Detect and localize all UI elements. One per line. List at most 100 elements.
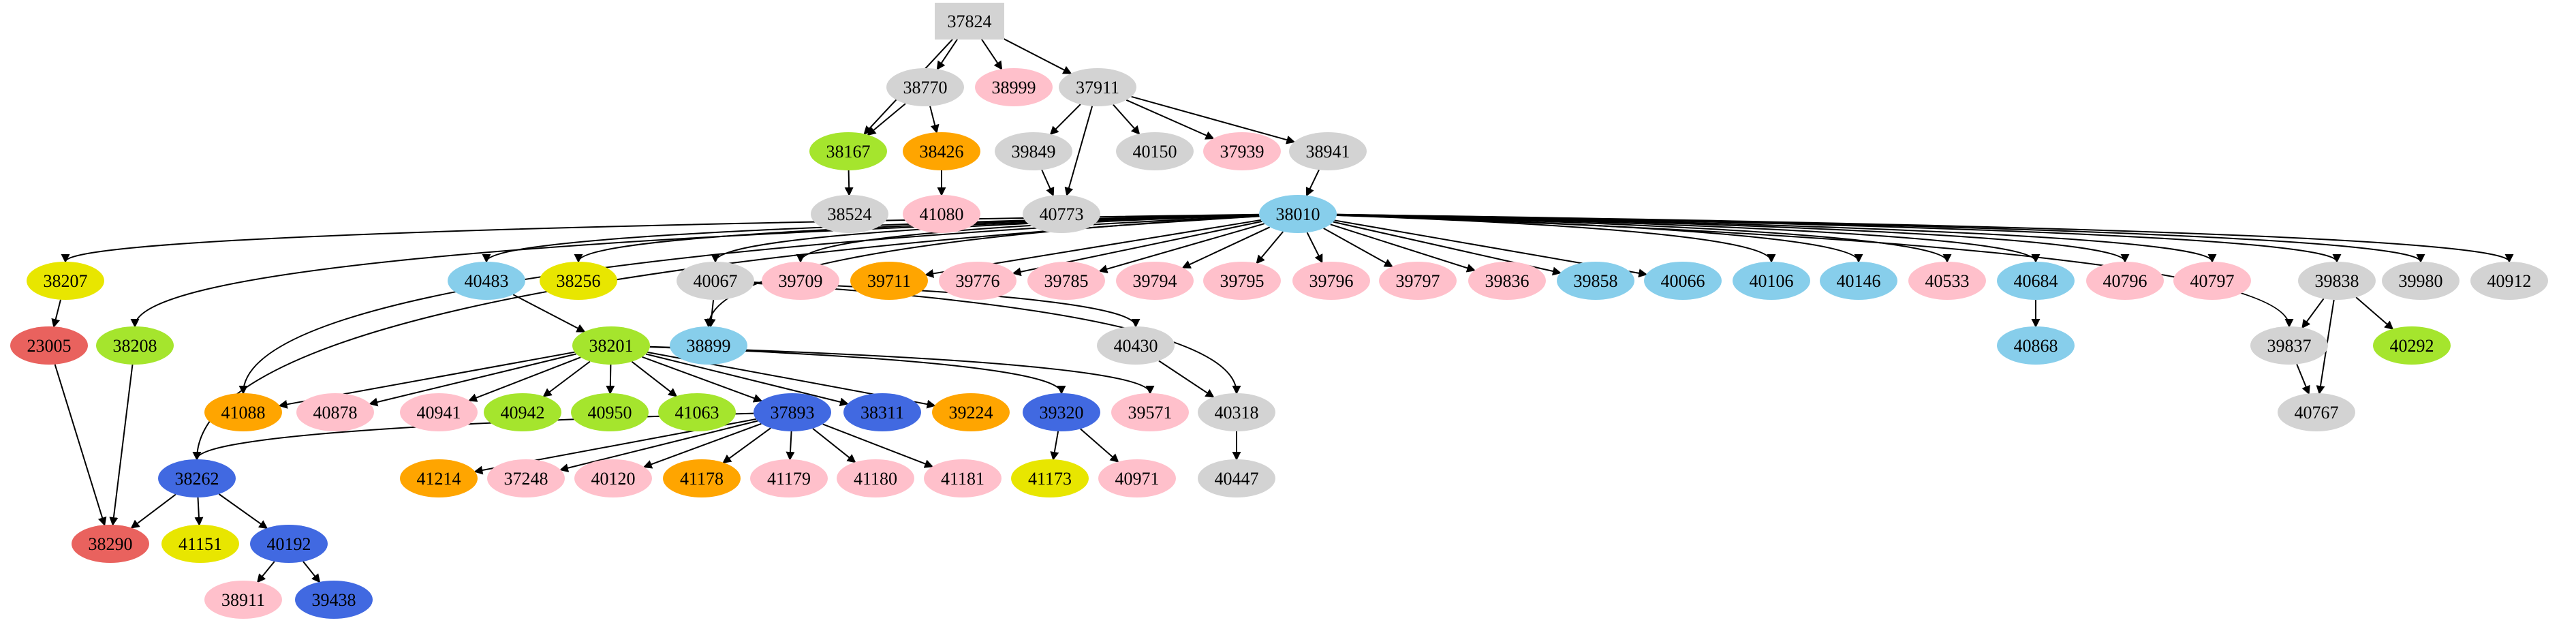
- node-38208: 38208: [96, 326, 174, 365]
- node-label-38256: 38256: [557, 271, 601, 291]
- node-37911: 37911: [1059, 68, 1136, 106]
- node-40942: 40942: [484, 393, 561, 431]
- edge-38262-41151: [194, 497, 204, 526]
- node-label-38911: 38911: [221, 590, 265, 610]
- node-label-41063: 41063: [675, 403, 719, 423]
- edge-40483-38201: [512, 294, 586, 333]
- edge-38262-38290: [130, 493, 176, 529]
- edge-38010-40912: [1336, 213, 2514, 263]
- edge-39838-39837: [2301, 298, 2325, 329]
- node-ellipse-40797: [2173, 262, 2251, 300]
- node-37824: 37824: [935, 3, 1004, 40]
- node-ellipse-40912: [2470, 262, 2548, 300]
- edge-37893-40120: [642, 423, 762, 469]
- edge-38010-39837: [1336, 214, 2294, 328]
- node-label-38010: 38010: [1276, 204, 1320, 224]
- node-box-37824: [935, 3, 1004, 40]
- node-40150: 40150: [1116, 132, 1194, 170]
- node-ellipse-41179: [750, 459, 828, 497]
- edge-38201-40941: [467, 356, 581, 402]
- edge-38010-40797: [1336, 214, 2217, 263]
- node-label-40942: 40942: [501, 403, 545, 423]
- edge-38201-40950: [606, 364, 615, 395]
- node-40767: 40767: [2278, 393, 2355, 431]
- node-label-38207: 38207: [44, 271, 88, 291]
- node-38010: 38010: [1259, 195, 1337, 233]
- node-ellipse-41180: [837, 459, 914, 497]
- node-label-38201: 38201: [589, 336, 634, 356]
- node-ellipse-37911: [1059, 68, 1136, 106]
- node-ellipse-38311: [843, 393, 921, 431]
- node-ellipse-39795: [1203, 262, 1281, 300]
- edge-38010-40067: [711, 214, 1260, 263]
- node-ellipse-38290: [72, 525, 149, 563]
- node-ellipse-39858: [1557, 262, 1634, 300]
- node-label-40430: 40430: [1114, 336, 1158, 356]
- node-40066: 40066: [1644, 262, 1722, 300]
- node-39711: 39711: [850, 262, 928, 300]
- node-label-40797: 40797: [2190, 271, 2235, 291]
- node-ellipse-39796: [1292, 262, 1370, 300]
- node-39838: 39838: [2298, 262, 2376, 300]
- edge-38770-38426: [929, 106, 940, 134]
- node-ellipse-40684: [1997, 262, 2075, 300]
- node-ellipse-38911: [204, 581, 282, 619]
- edge-37824-37911: [995, 34, 1072, 74]
- node-39709: 39709: [762, 262, 839, 300]
- node-40941: 40941: [400, 393, 478, 431]
- node-38941: 38941: [1289, 132, 1367, 170]
- node-39836: 39836: [1468, 262, 1546, 300]
- node-38911: 38911: [204, 581, 282, 619]
- edge-38010-39794: [1181, 226, 1271, 269]
- node-label-39794: 39794: [1133, 271, 1177, 291]
- node-ellipse-39571: [1111, 393, 1189, 431]
- node-label-39571: 39571: [1128, 403, 1173, 423]
- node-label-40483: 40483: [465, 271, 509, 291]
- node-label-39785: 39785: [1044, 271, 1089, 291]
- node-label-38524: 38524: [828, 204, 872, 224]
- node-ellipse-39776: [939, 262, 1017, 300]
- edge-38010-41088: [238, 215, 1260, 395]
- node-label-39711: 39711: [867, 271, 911, 291]
- node-label-23005: 23005: [27, 336, 72, 356]
- node-ellipse-40950: [571, 393, 649, 431]
- node-label-40067: 40067: [694, 271, 738, 291]
- edge-38010-39709: [796, 214, 1260, 263]
- node-ellipse-41080: [903, 195, 980, 233]
- node-ellipse-41181: [924, 459, 1002, 497]
- node-40868: 40868: [1997, 326, 2075, 365]
- node-label-37939: 37939: [1220, 142, 1264, 162]
- node-ellipse-40878: [296, 393, 374, 431]
- node-ellipse-39837: [2250, 326, 2328, 365]
- node-ellipse-41151: [161, 525, 239, 563]
- node-ellipse-40796: [2086, 262, 2164, 300]
- edge-38201-40878: [369, 353, 577, 407]
- node-label-40796: 40796: [2103, 271, 2147, 291]
- node-label-39320: 39320: [1040, 403, 1084, 423]
- node-ellipse-40533: [1908, 262, 1986, 300]
- node-ellipse-38770: [886, 68, 964, 106]
- edge-39838-40292: [2355, 296, 2394, 330]
- node-label-40150: 40150: [1133, 142, 1177, 162]
- node-37893: 37893: [754, 393, 831, 431]
- node-ellipse-38262: [158, 459, 236, 497]
- node-40684: 40684: [1997, 262, 2075, 300]
- node-41080: 41080: [903, 195, 980, 233]
- node-label-38208: 38208: [113, 336, 157, 356]
- node-40106: 40106: [1733, 262, 1810, 300]
- edge-37911-40773: [1064, 106, 1093, 197]
- node-ellipse-39849: [995, 132, 1072, 170]
- node-label-38770: 38770: [903, 78, 948, 97]
- node-ellipse-40146: [1820, 262, 1897, 300]
- node-ellipse-40767: [2278, 393, 2355, 431]
- node-41151: 41151: [161, 525, 239, 563]
- node-40292: 40292: [2373, 326, 2451, 365]
- node-40912: 40912: [2470, 262, 2548, 300]
- node-ellipse-40120: [574, 459, 652, 497]
- node-ellipse-39838: [2298, 262, 2376, 300]
- node-label-40318: 40318: [1215, 403, 1259, 423]
- node-ellipse-40318: [1198, 393, 1275, 431]
